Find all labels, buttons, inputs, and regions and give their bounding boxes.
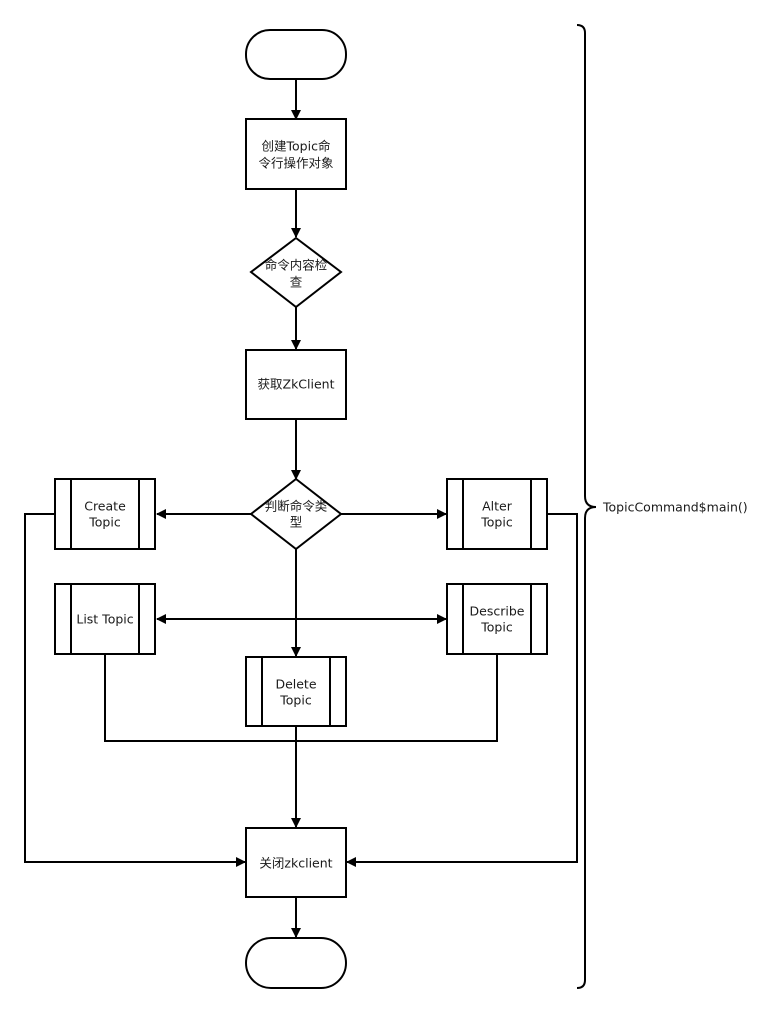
- get-zkclient-process: 获取ZkClient: [245, 349, 347, 420]
- connectors: [24, 79, 578, 938]
- describe-topic-label-line1: Describe: [470, 604, 525, 619]
- delete-topic-subprocess: Delete Topic: [245, 656, 347, 727]
- close-zkclient-process: 关闭zkclient: [245, 827, 347, 898]
- alter-topic-subprocess: Alter Topic: [446, 478, 548, 550]
- check-command-label-line1: 命令内容检: [265, 258, 328, 273]
- judge-command-type-label-line1: 判断命令类: [265, 499, 328, 514]
- judge-command-type-label-line2: 型: [290, 515, 303, 530]
- describe-topic-subprocess: Describe Topic: [446, 583, 548, 655]
- delete-topic-label-line1: Delete: [275, 677, 316, 692]
- alter-topic-label-line1: Alter: [482, 499, 513, 514]
- alter-topic-label-line2: Topic: [480, 515, 513, 530]
- close-zkclient-label: 关闭zkclient: [259, 856, 332, 871]
- get-zkclient-label: 获取ZkClient: [258, 377, 335, 392]
- describe-topic-label-line2: Topic: [480, 620, 513, 635]
- check-command-decision: 命令内容检 查: [249, 236, 343, 309]
- end-terminator: [245, 937, 347, 989]
- create-command-object-label-line2: 令行操作对象: [258, 156, 333, 171]
- list-topic-subprocess: List Topic: [54, 583, 156, 655]
- scope-brace: TopicCommand$main(): [576, 24, 748, 989]
- check-command-label-line2: 查: [290, 275, 303, 290]
- create-command-object-label-line1: 创建Topic命: [262, 139, 331, 154]
- create-topic-subprocess: Create Topic: [54, 478, 156, 550]
- delete-topic-label-line2: Topic: [279, 693, 312, 708]
- edge-alter-topic-to-close-zk: [346, 513, 578, 867]
- judge-command-type-decision: 判断命令类 型: [249, 477, 343, 551]
- edge-create-topic-to-close-zk: [24, 513, 246, 867]
- create-command-object-process: 创建Topic命 令行操作对象: [245, 118, 347, 190]
- list-topic-label: List Topic: [76, 612, 133, 627]
- create-topic-label-line1: Create: [84, 499, 126, 514]
- start-terminator: [245, 29, 347, 80]
- scope-label: TopicCommand$main(): [602, 500, 748, 515]
- create-topic-label-line2: Topic: [88, 515, 121, 530]
- edge-list-describe-merge: [104, 654, 498, 742]
